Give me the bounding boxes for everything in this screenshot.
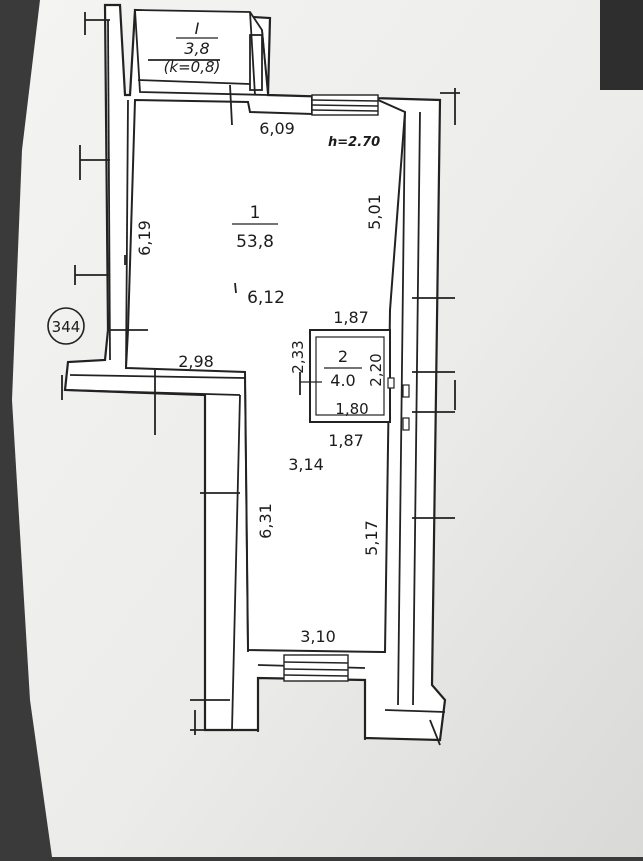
balcony-area: 3,8 bbox=[184, 39, 209, 58]
dim-top-width: 6,09 bbox=[259, 119, 295, 138]
room-2-number: 2 bbox=[338, 347, 348, 366]
dim-bathroom-top: 1,87 bbox=[333, 308, 369, 327]
dim-left-lower: 6,31 bbox=[256, 503, 275, 539]
balcony-coefficient: (k=0,8) bbox=[164, 58, 221, 76]
room-2-box bbox=[300, 329, 410, 431]
dark-corner bbox=[600, 0, 643, 90]
dim-bathroom-right: 2,20 bbox=[367, 353, 385, 386]
apartment-number-circle bbox=[47, 307, 85, 345]
dim-step-width: 2,98 bbox=[178, 352, 214, 371]
balcony bbox=[134, 9, 269, 126]
balcony-number: I bbox=[195, 19, 200, 38]
windows bbox=[283, 94, 379, 682]
dim-bathroom-left: 2,33 bbox=[289, 340, 307, 373]
exterior-ticks bbox=[61, 12, 460, 746]
dim-bottom-width: 3,10 bbox=[300, 627, 336, 646]
dim-right-lower: 5,17 bbox=[362, 520, 381, 556]
dim-bathroom-inner-bottom: 1,80 bbox=[335, 400, 368, 418]
dim-left-upper: 6,19 bbox=[135, 220, 154, 256]
ceiling-height: h=2.70 bbox=[328, 135, 380, 150]
room-1-outline bbox=[124, 96, 407, 654]
dim-room-depth: 6,12 bbox=[247, 288, 285, 308]
room-2-area: 4.0 bbox=[330, 371, 355, 390]
dim-right-upper: 5,01 bbox=[365, 194, 384, 230]
room-1-number: 1 bbox=[250, 203, 261, 223]
wall-lines bbox=[64, 19, 446, 740]
apartment-number: 344 bbox=[52, 318, 81, 336]
room-1-area: 53,8 bbox=[236, 232, 274, 252]
dim-bathroom-bottom: 1,87 bbox=[328, 431, 364, 450]
dim-lower-width: 3,14 bbox=[288, 455, 324, 474]
